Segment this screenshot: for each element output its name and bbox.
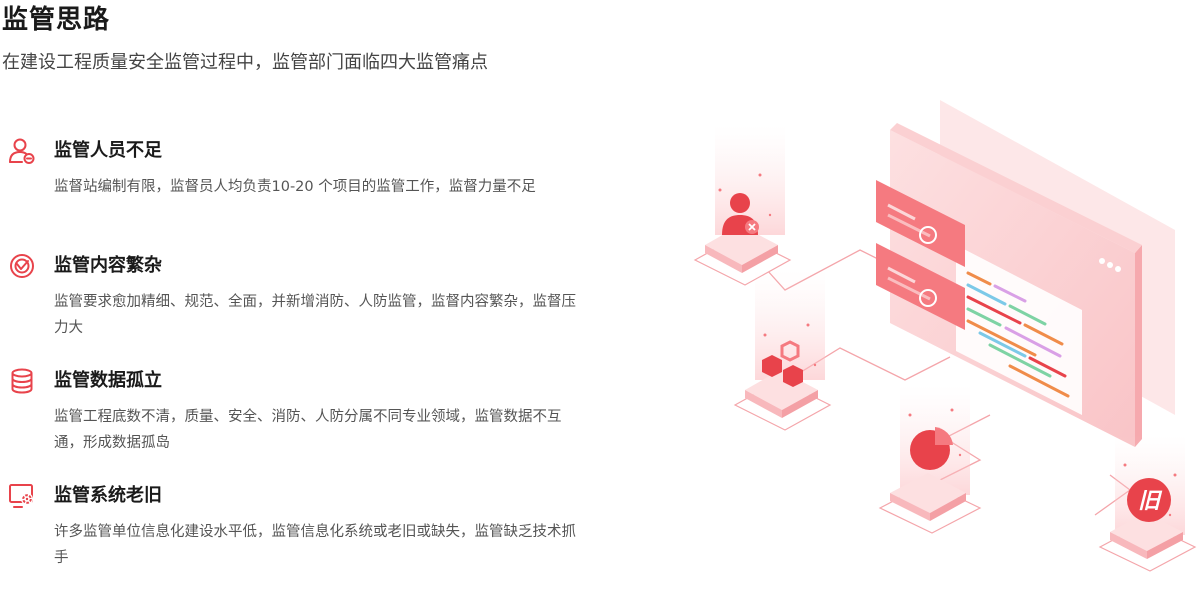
pain-point-title: 监管数据孤立 [54,370,162,391]
pain-point-desc: 监督站编制有限，监督员人均负责10-20 个项目的监管工作，监督力量不足 [54,179,536,195]
platform-user [693,125,792,286]
pain-points-list: 监管人员不足 监督站编制有限，监督员人均负责10-20 个项目的监管工作，监督力… [8,130,608,590]
target-icon [10,254,34,278]
floating-card [876,243,965,330]
isometric-illustration: 旧 [693,100,1197,572]
code-lines [966,271,1070,398]
pain-point-desc: 监管工程底数不清，质量、安全、消防、人防分属不同专业领域，监管数据不互通，形成数… [54,409,562,451]
pain-point-staff: 监管人员不足 监督站编制有限，监督员人均负责10-20 个项目的监管工作，监督力… [8,130,608,245]
page-title: 监管思路 [2,5,111,35]
database-icon [11,368,33,394]
old-badge-text: 旧 [1138,489,1163,514]
monitor-screen [876,123,1142,447]
pain-point-system: 监管系统老旧 许多监管单位信息化建设水平低，监管信息化系统或老旧或缺失，监管缺乏… [8,475,608,590]
pain-point-desc: 许多监管单位信息化建设水平低，监管信息化系统或老旧或缺失，监管缺乏技术抓手 [54,524,576,566]
floating-card [876,180,965,267]
page-subtitle: 在建设工程质量安全监管过程中，监管部门面临四大监管痛点 [2,52,488,73]
sparkle-dots [718,173,1177,517]
pain-point-content: 监管内容繁杂 监管要求愈加精细、规范、全面，并新增消防、人防监管，监督内容繁杂，… [8,245,608,360]
pain-point-title: 监管系统老旧 [54,485,162,506]
platform-hexagon [733,270,832,431]
user-minus-icon [9,138,35,164]
pain-point-title: 监管内容繁杂 [54,255,162,276]
pain-point-desc: 监管要求愈加精细、规范、全面，并新增消防、人防监管，监督内容繁杂，监督压力大 [54,294,576,336]
pain-point-title: 监管人员不足 [54,140,162,161]
pain-point-data: 监管数据孤立 监管工程底数不清，质量、安全、消防、人防分属不同专业领域，监管数据… [8,360,608,475]
platform-old-badge: 旧 [1098,435,1197,572]
platform-pie [878,385,982,534]
monitor-gear-icon [9,484,33,508]
